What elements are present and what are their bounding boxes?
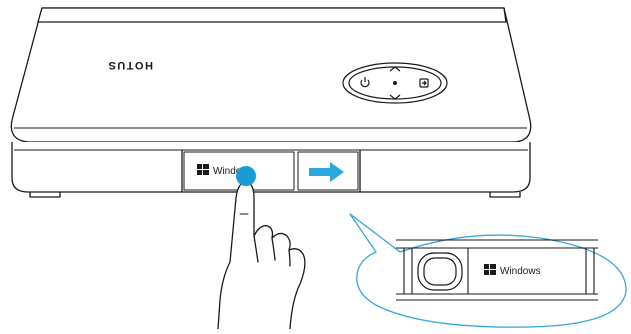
zoom-windows-logo-icon (484, 264, 496, 275)
windows-tab-label[interactable]: Windows (213, 166, 254, 177)
windows-logo-icon (197, 164, 209, 175)
power-icon[interactable] (360, 77, 370, 88)
chevron-up-icon[interactable] (389, 66, 401, 72)
device-front-body (11, 142, 531, 198)
touch-point-dot (236, 166, 256, 186)
device-top-lid (10, 7, 532, 143)
chevron-down-icon[interactable] (389, 94, 401, 100)
lens-icon (417, 252, 463, 291)
control-pad[interactable] (342, 62, 448, 104)
brand-mark: HOTUS (107, 59, 153, 71)
zoom-callout: Windows (349, 213, 627, 328)
right-arrow-icon (309, 162, 344, 182)
zoom-windows-label: Windows (500, 266, 541, 277)
pointing-hand (217, 181, 306, 330)
center-dot-icon[interactable] (393, 81, 397, 85)
input-icon[interactable] (419, 78, 429, 88)
brand-text: HOTUS (107, 59, 153, 71)
